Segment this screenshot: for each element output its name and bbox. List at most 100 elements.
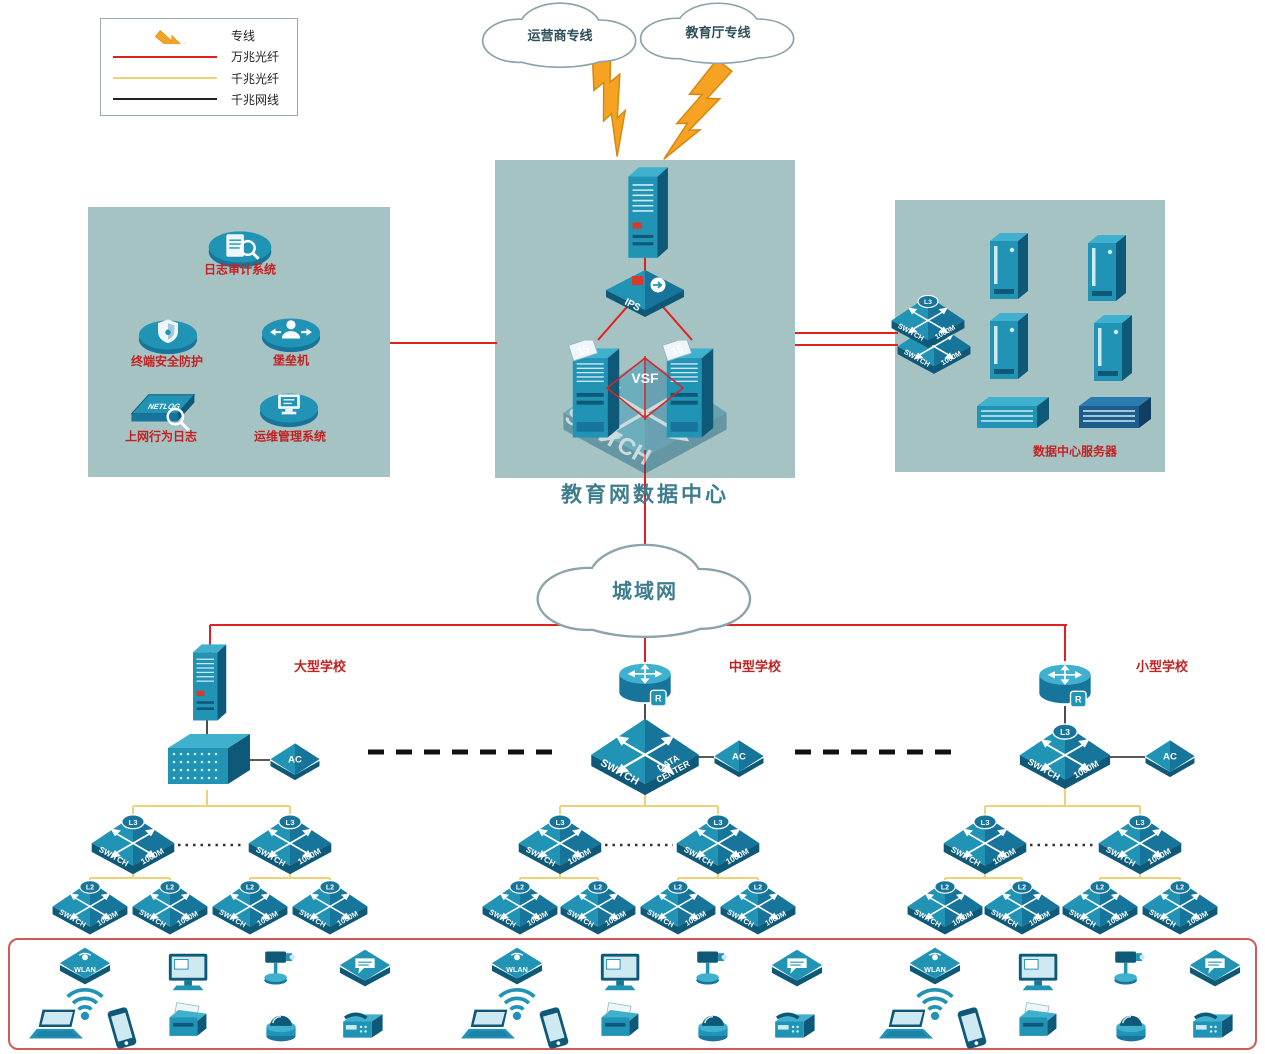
server-tower[interactable] — [1086, 311, 1138, 385]
yellow-line-swatch — [111, 77, 219, 80]
school-core-switch[interactable]: SWITCH 1000M L3 — [1018, 721, 1112, 792]
school-firewall[interactable] — [186, 640, 228, 724]
l2-access-switch[interactable]: SWITCH 1000M L2 — [131, 878, 209, 937]
svg-text:L3: L3 — [980, 818, 990, 827]
svg-text:L2: L2 — [594, 885, 602, 892]
bastion-host-icon[interactable] — [251, 308, 331, 359]
smartphone-icon[interactable] — [536, 1004, 573, 1052]
wireless-ap-icon[interactable]: WLAN — [490, 946, 544, 987]
school-core-appliance[interactable] — [160, 730, 254, 790]
fax-phone-icon[interactable] — [1186, 1007, 1238, 1045]
ac-controller[interactable]: AC — [711, 735, 767, 779]
l3-aggregation-switch[interactable]: SWITCH 1000M L3 — [675, 812, 761, 877]
desktop-monitor-icon[interactable] — [597, 950, 647, 994]
netlog-icon[interactable]: NETLOG — [120, 381, 204, 438]
ptz-camera-icon[interactable] — [692, 945, 732, 992]
l2-access-switch[interactable]: SWITCH 1000M L2 — [211, 878, 289, 937]
svg-text:L3: L3 — [555, 818, 565, 827]
school-router[interactable]: R — [612, 656, 678, 711]
voip-device-icon[interactable] — [338, 948, 392, 989]
printer-icon[interactable] — [162, 1001, 212, 1044]
ptz-camera-icon[interactable] — [260, 945, 300, 992]
log-audit-icon[interactable] — [197, 220, 283, 275]
cloud-label-education: 教育厅专线 — [685, 24, 751, 40]
wifi-signal-icon[interactable] — [63, 985, 107, 1024]
l3-aggregation-switch[interactable]: SWITCH 1000M L3 — [247, 812, 333, 877]
svg-text:L2: L2 — [326, 885, 334, 892]
legend-label: 千兆光纤 — [231, 71, 280, 86]
smartphone-icon[interactable] — [104, 1004, 141, 1052]
dome-camera-icon[interactable] — [260, 1005, 302, 1043]
svg-text:R: R — [655, 693, 662, 703]
datacenter-title: 教育网数据中心 — [561, 483, 729, 507]
svg-text:L2: L2 — [246, 885, 254, 892]
voip-device-icon[interactable] — [770, 948, 824, 989]
l2-access-switch[interactable]: SWITCH 1000M L2 — [639, 878, 717, 937]
laptop-icon[interactable] — [29, 1008, 85, 1045]
school-router[interactable]: R — [1032, 657, 1098, 712]
server-tower[interactable] — [982, 229, 1034, 303]
legend-label: 千兆网线 — [231, 92, 280, 107]
ptz-camera-icon[interactable] — [1110, 945, 1150, 992]
l2-access-switch[interactable]: SWITCH 1000M L2 — [1061, 878, 1139, 937]
l2-access-switch[interactable]: SWITCH 1000M L2 — [291, 878, 369, 937]
rack-server[interactable] — [1073, 392, 1159, 436]
printer-icon[interactable] — [594, 1001, 644, 1044]
l2-access-switch[interactable]: SWITCH 1000M L2 — [51, 878, 129, 937]
svg-text:AC: AC — [1163, 752, 1177, 763]
legend: 专线 万兆光纤 千兆光纤 千兆网线 — [100, 18, 298, 116]
svg-text:WLAN: WLAN — [74, 965, 96, 974]
wifi-signal-icon[interactable] — [495, 985, 539, 1024]
dome-camera-icon[interactable] — [692, 1005, 734, 1043]
svg-text:L2: L2 — [1176, 885, 1184, 892]
lightning-bolt-right — [663, 58, 733, 160]
svg-text:NETLOG: NETLOG — [146, 402, 182, 411]
desktop-monitor-icon[interactable] — [165, 950, 215, 994]
wireless-ap-icon[interactable]: WLAN — [58, 946, 112, 987]
l3-aggregation-switch[interactable]: SWITCH 1000M L3 — [942, 812, 1028, 877]
wireless-ap-icon[interactable]: WLAN — [908, 946, 962, 987]
dc-switch-stack-top[interactable]: SWITCH 1000M L3 — [890, 293, 966, 351]
desktop-monitor-icon[interactable] — [1015, 950, 1065, 994]
printer-icon[interactable] — [1012, 1001, 1062, 1044]
rack-server[interactable] — [971, 392, 1057, 436]
server-tower[interactable] — [982, 309, 1034, 383]
server-tower[interactable] — [1080, 231, 1132, 305]
datacenter-firewall[interactable] — [620, 162, 670, 262]
ops-management-icon[interactable] — [249, 383, 329, 434]
ac-controller[interactable]: AC — [1142, 735, 1198, 779]
voip-device-icon[interactable] — [1188, 948, 1242, 989]
core-switch-server-right[interactable]: 15 — [659, 340, 721, 444]
servers-panel-title: 数据中心服务器 — [1032, 444, 1118, 459]
smartphone-icon[interactable] — [954, 1004, 991, 1052]
legend-row-dedicated: 专线 — [111, 26, 287, 44]
fax-phone-icon[interactable] — [336, 1007, 388, 1045]
security-label-ops: 运维管理系统 — [253, 429, 327, 444]
endpoint-protection-icon[interactable] — [128, 310, 208, 361]
laptop-icon[interactable] — [461, 1008, 517, 1045]
dome-camera-icon[interactable] — [1110, 1005, 1152, 1043]
l2-access-switch[interactable]: SWITCH 1000M L2 — [559, 878, 637, 937]
l3-aggregation-switch[interactable]: SWITCH 1000M L3 — [90, 812, 176, 877]
l3-aggregation-switch[interactable]: SWITCH 1000M L3 — [1097, 812, 1183, 877]
wifi-signal-icon[interactable] — [913, 985, 957, 1024]
red-line-swatch — [111, 55, 219, 58]
l2-access-switch[interactable]: SWITCH 1000M L2 — [719, 878, 797, 937]
ac-controller[interactable]: AC — [267, 738, 323, 782]
l2-access-switch[interactable]: SWITCH 1000M L2 — [481, 878, 559, 937]
ips-device[interactable]: IPS — [602, 264, 688, 318]
laptop-icon[interactable] — [879, 1008, 935, 1045]
school-core-switch[interactable]: SWITCH DATACENTER — [589, 714, 701, 799]
fax-phone-icon[interactable] — [768, 1007, 820, 1045]
l2-access-switch[interactable]: SWITCH 1000M L2 — [983, 878, 1061, 937]
svg-text:R: R — [1075, 694, 1082, 704]
l3-aggregation-switch[interactable]: SWITCH 1000M L3 — [517, 812, 603, 877]
l2-access-switch[interactable]: SWITCH 1000M L2 — [1141, 878, 1219, 937]
svg-text:WLAN: WLAN — [506, 965, 528, 974]
svg-text:L2: L2 — [941, 885, 949, 892]
legend-row-1g-fiber: 千兆光纤 — [111, 70, 287, 87]
lightning-icon — [111, 26, 219, 44]
l2-access-switch[interactable]: SWITCH 1000M L2 — [906, 878, 984, 937]
security-label-netlog: 上网行为日志 — [124, 429, 198, 444]
svg-text:L2: L2 — [1096, 885, 1104, 892]
